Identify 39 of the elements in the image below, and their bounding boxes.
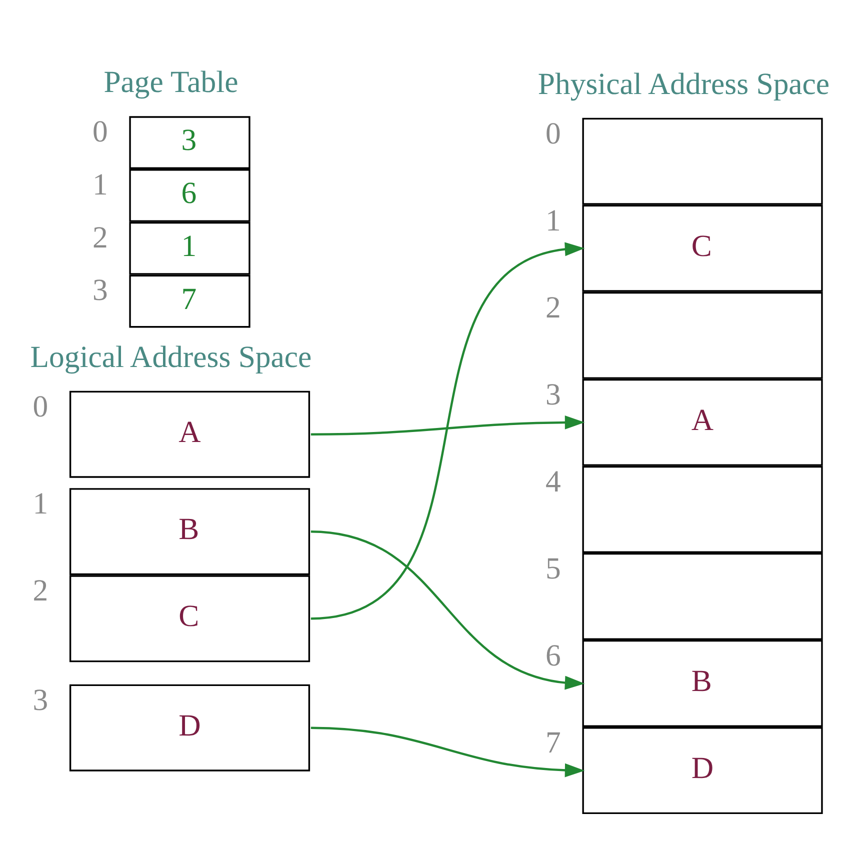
node-label: 0	[32, 389, 48, 424]
arrow	[310, 416, 585, 436]
node-box: A	[69, 390, 310, 478]
node-box: D	[69, 684, 310, 772]
node-label: 5	[546, 551, 561, 586]
node-box	[582, 466, 823, 553]
arrow	[310, 726, 585, 778]
arrow	[310, 242, 585, 620]
node-label: 1	[32, 486, 48, 521]
node-label: 7	[546, 725, 561, 760]
node-box: A	[582, 378, 823, 466]
node-label: 2	[546, 290, 561, 324]
node-label: 0	[546, 116, 561, 150]
node-label: 2	[32, 574, 48, 608]
node-box	[582, 118, 823, 205]
node-label: 3	[546, 377, 561, 412]
node-label: 0	[92, 114, 108, 149]
node-box: C	[582, 204, 823, 292]
node-label: 3	[32, 682, 48, 717]
label: Page Table	[104, 65, 238, 100]
node-box: B	[582, 640, 823, 727]
node-box: 1	[129, 222, 250, 275]
node-label: 2	[92, 220, 108, 254]
node-label: 1	[546, 203, 561, 238]
node-box: 7	[129, 274, 250, 328]
node-box	[582, 552, 823, 640]
label: Logical Address Space	[30, 340, 312, 374]
node-box: 3	[129, 116, 250, 169]
node-box: 6	[129, 169, 250, 222]
node-label: 4	[546, 464, 561, 498]
node-box: B	[69, 488, 310, 576]
node-label: 1	[92, 167, 108, 202]
arrow	[310, 530, 585, 690]
node-label: 6	[546, 638, 561, 672]
node-label: 3	[92, 273, 108, 308]
label: Physical Address Space	[538, 66, 830, 101]
node-box: D	[582, 727, 823, 814]
node-box: C	[69, 575, 310, 662]
node-box	[582, 292, 823, 379]
